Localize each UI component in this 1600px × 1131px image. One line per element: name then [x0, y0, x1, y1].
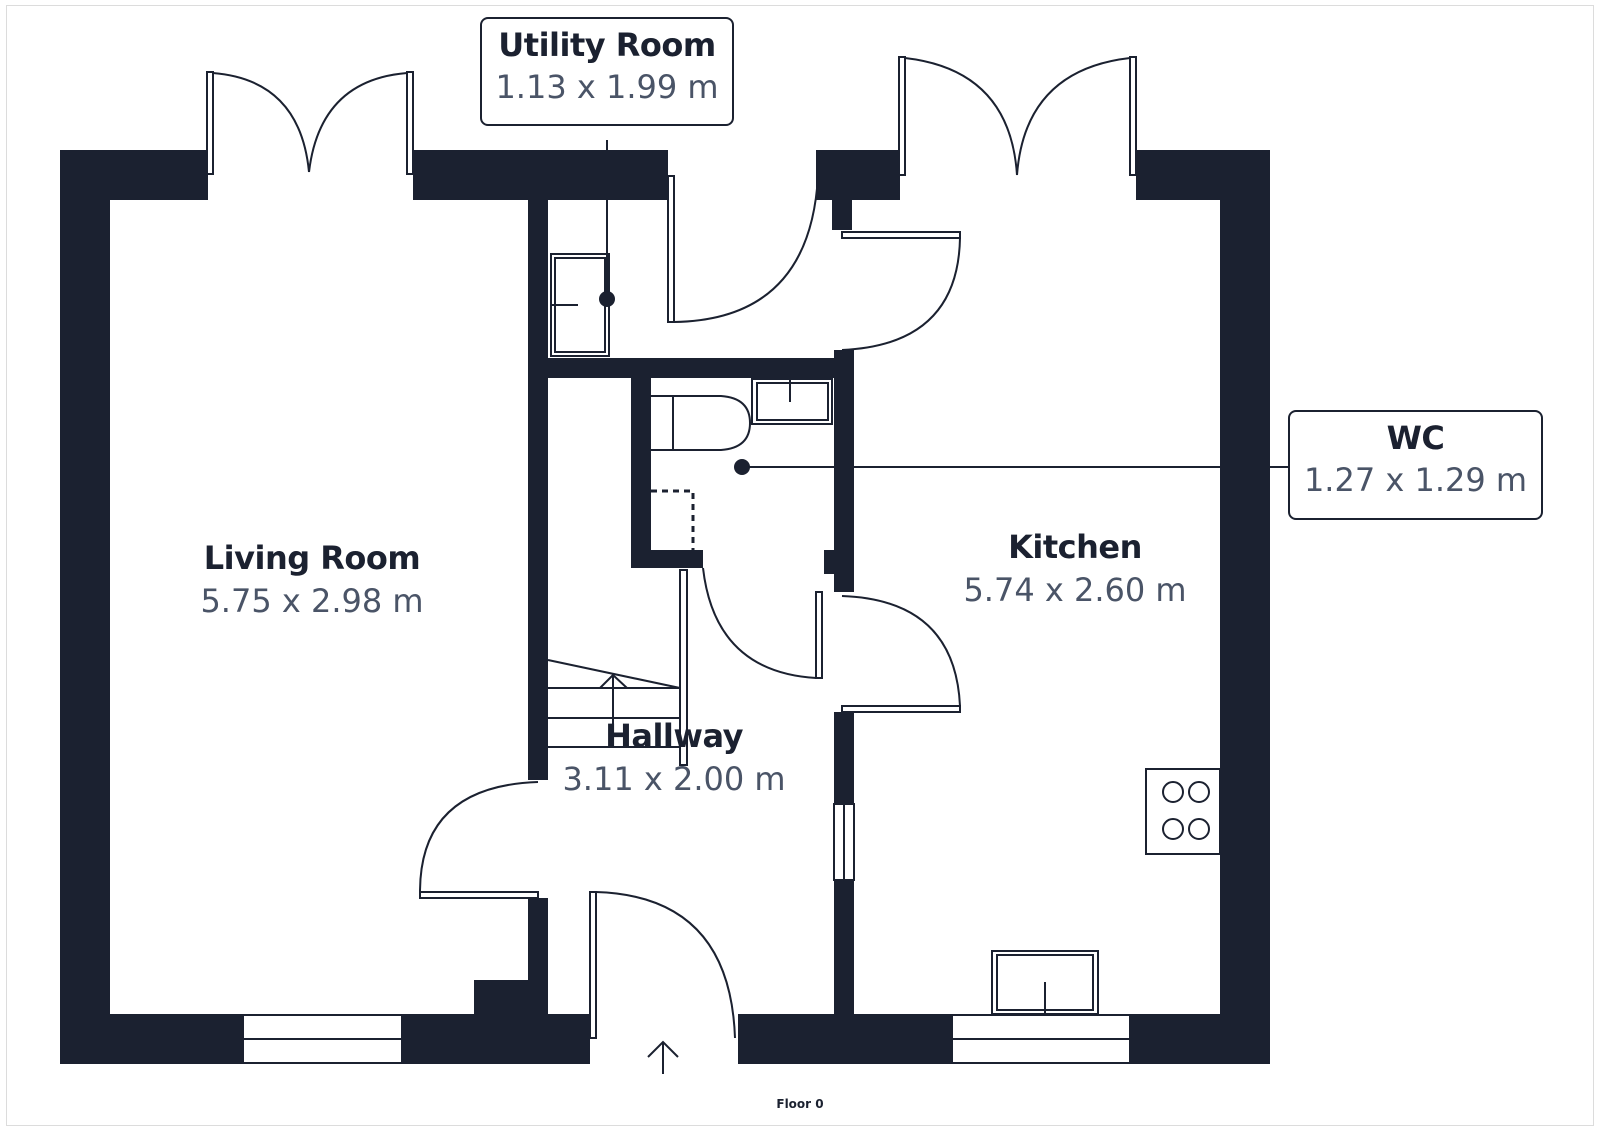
room-dimensions: 1.27 x 1.29 m: [1303, 461, 1528, 499]
toilet-icon: [651, 395, 752, 451]
hallway-label: Hallway 3.11 x 2.00 m: [562, 716, 785, 802]
room-name: Utility Room: [498, 26, 716, 64]
hob-icon: [1145, 768, 1221, 855]
page-frame: [6, 5, 1594, 1126]
room-dimensions: 5.75 x 2.98 m: [200, 582, 424, 620]
wc-callout: WC 1.27 x 1.29 m: [1288, 410, 1543, 520]
room-name: WC: [1386, 419, 1445, 457]
room-name: Hallway: [605, 717, 743, 755]
entrance-arrow-icon: [647, 1040, 679, 1074]
doors-windows: [206, 56, 1290, 1074]
room-dimensions: 1.13 x 1.99 m: [495, 68, 719, 106]
room-name: Living Room: [203, 539, 421, 577]
utility-room-callout: Utility Room 1.13 x 1.99 m: [480, 17, 734, 126]
room-name: Kitchen: [1008, 528, 1142, 566]
living-room-label: Living Room 5.75 x 2.98 m: [200, 538, 423, 624]
room-dimensions: 3.11 x 2.00 m: [562, 760, 786, 798]
floor-label: Floor 0: [776, 1097, 824, 1111]
kitchen-label: Kitchen 5.74 x 2.60 m: [963, 527, 1186, 613]
sink-icon: [751, 378, 833, 425]
walls: [60, 150, 1270, 1064]
room-dimensions: 5.74 x 2.60 m: [963, 571, 1187, 609]
